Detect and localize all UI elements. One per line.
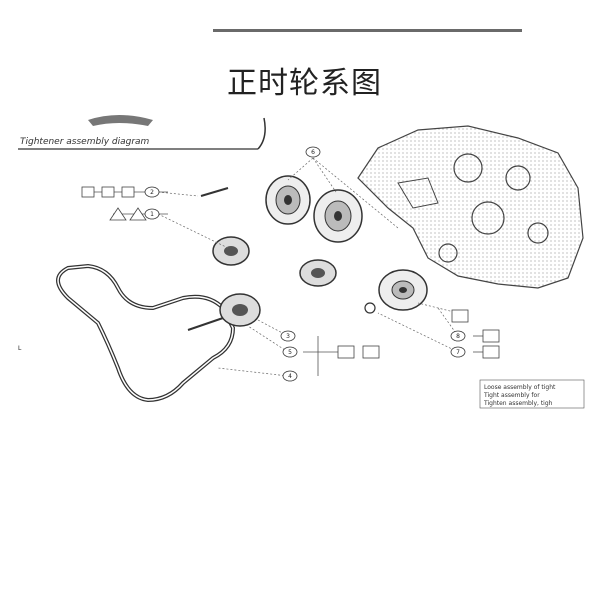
page-title: 正时轮系图 [227, 66, 382, 101]
camshaft-pulley-left [265, 175, 311, 225]
washer [364, 302, 376, 314]
callout-8: 8 [450, 330, 466, 342]
idler-pulley-upper [212, 236, 250, 266]
svg-text:5: 5 [288, 349, 292, 356]
tensioner-pulley [187, 293, 261, 331]
top-divider-line [213, 29, 522, 32]
callout-2: 2 [144, 186, 160, 198]
logo-emblem [88, 115, 153, 126]
tensioner-bolt [187, 317, 224, 331]
callout-5: 5 [282, 346, 298, 358]
part-boxes [81, 186, 500, 359]
legend-box: Loose assembly of tight Tight assembly f… [479, 379, 585, 409]
leader-lines [157, 157, 459, 377]
svg-text:2: 2 [150, 189, 154, 196]
engine-block [357, 125, 584, 289]
idler-pulley-middle [299, 259, 337, 287]
legend-line-1: Loose assembly of tight [484, 384, 556, 391]
timing-belt-diagram: Tightener assembly diagram [18, 108, 588, 410]
camshaft-pulley-right [313, 189, 363, 243]
callout-4: 4 [282, 370, 298, 382]
callout-3: 3 [280, 330, 296, 342]
callout-1: 1 [144, 208, 160, 220]
svg-text:8: 8 [456, 333, 460, 340]
svg-text:4: 4 [288, 373, 292, 380]
callout-6: 6 [305, 146, 321, 158]
callout-7: 7 [450, 346, 466, 358]
svg-text:3: 3 [286, 333, 290, 340]
crankshaft-pulley [378, 269, 428, 311]
margin-mark: L [18, 345, 22, 352]
timing-belt [56, 263, 236, 403]
legend-line-3: Tighten assembly, tigh [483, 400, 553, 407]
svg-text:1: 1 [150, 211, 154, 218]
small-bolt [200, 187, 229, 197]
caption-banner: Tightener assembly diagram [18, 115, 266, 150]
svg-text:7: 7 [456, 349, 460, 356]
diagram-caption: Tightener assembly diagram [20, 137, 150, 147]
legend-line-2: Tight assembly for [483, 392, 540, 399]
svg-text:6: 6 [311, 149, 315, 156]
